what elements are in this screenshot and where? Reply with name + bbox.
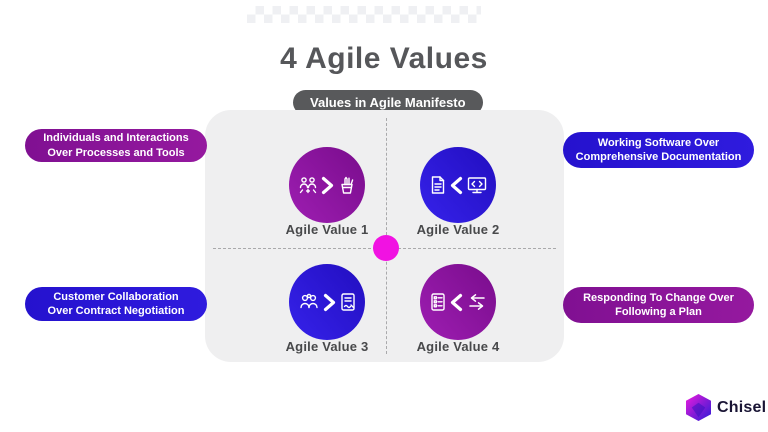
- callout-line: Over Contract Negotiation: [47, 305, 185, 317]
- brand-logo: Chisel: [686, 394, 766, 421]
- contract-icon: [339, 292, 357, 312]
- tools-cup-icon: [337, 175, 357, 195]
- value-label-2: Agile Value 2: [416, 222, 500, 237]
- software-monitor-icon: [466, 175, 488, 195]
- callout-line: Responding To Change Over: [583, 291, 734, 304]
- page-title: 4 Agile Values: [280, 42, 488, 75]
- checklist-icon: [429, 292, 447, 312]
- checker-pattern-decoration: [247, 6, 481, 23]
- value-label-4: Agile Value 4: [416, 339, 500, 354]
- center-dot: [373, 235, 399, 261]
- value-circle-3: [289, 264, 365, 340]
- document-icon: [429, 175, 447, 195]
- callout-individuals-interactions: Individuals and Interactions Over Proces…: [25, 129, 207, 162]
- customers-icon: [298, 292, 320, 312]
- value-circle-4: [420, 264, 496, 340]
- chisel-hexagon-icon: [686, 394, 711, 421]
- value-circle-2: [420, 147, 496, 223]
- callout-line: Comprehensive Documentation: [575, 151, 742, 163]
- brand-name: Chisel: [717, 398, 767, 416]
- callout-working-software: Working Software Over Comprehensive Docu…: [563, 132, 754, 168]
- callout-line: Following a Plan: [615, 306, 702, 318]
- callout-responding-to-change: Responding To Change Over Following a Pl…: [563, 287, 754, 323]
- change-arrows-icon: [466, 292, 488, 312]
- value-label-1: Agile Value 1: [285, 222, 369, 237]
- value-label-3: Agile Value 3: [285, 339, 369, 354]
- chevron-left-icon: [450, 176, 463, 195]
- chevron-right-icon: [321, 176, 334, 195]
- values-panel: Agile Value 1 Agil: [205, 110, 564, 362]
- team-icon: [298, 175, 318, 195]
- value-circle-1: [289, 147, 365, 223]
- callout-line: Working Software Over: [597, 136, 720, 149]
- chevron-right-icon: [323, 293, 336, 312]
- callout-line: Individuals and Interactions: [43, 132, 189, 145]
- chevron-left-icon: [450, 293, 463, 312]
- callout-line: Over Processes and Tools: [47, 146, 185, 159]
- callout-line: Customer Collaboration: [53, 290, 179, 303]
- callout-customer-collaboration: Customer Collaboration Over Contract Neg…: [25, 287, 207, 321]
